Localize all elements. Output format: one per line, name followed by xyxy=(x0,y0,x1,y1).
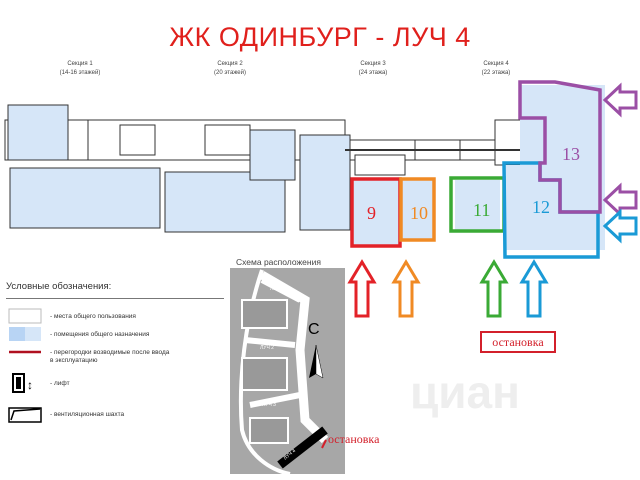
section-4-label: Секция 4 (22 этажа) xyxy=(456,60,536,78)
location-map-title: Схема расположения xyxy=(236,257,321,267)
svg-text:↕: ↕ xyxy=(27,378,33,392)
section-floors: (22 этажа) xyxy=(481,70,511,76)
unit-13-outline[interactable] xyxy=(518,80,602,214)
map-bus-stop-label: остановка xyxy=(328,432,380,446)
section-1-label: Секция 1 (14-16 этажей) xyxy=(40,60,120,78)
beam-label: ЛУЧ 2 xyxy=(260,345,274,351)
unit-11-number: 11 xyxy=(473,200,490,220)
unit-10-outline[interactable] xyxy=(399,177,436,242)
legend-divider xyxy=(6,298,224,299)
legend-title: Условные обозначения: xyxy=(6,281,112,292)
beam-label: ЛУЧ 3 xyxy=(262,402,276,408)
arrow-up-icon xyxy=(519,259,549,318)
legend-vent-shaft: - вентиляционная шахта xyxy=(50,411,125,418)
unit-13-number: 13 xyxy=(562,144,580,164)
section-name: Секция 2 xyxy=(217,61,243,67)
legend-common-rooms: - помещения общего назначения xyxy=(50,331,150,338)
legend-common-areas: - места общего пользования xyxy=(50,313,136,320)
location-map: ЛУЧ 1 ЛУЧ 2 ЛУЧ 3 ЛУЧ 4 С xyxy=(230,268,345,476)
section-name: Секция 1 xyxy=(67,61,93,67)
arrow-up-icon xyxy=(479,259,509,318)
section-floors: (14-16 этажей) xyxy=(59,70,101,76)
legend-elevator: - лифт xyxy=(50,380,70,387)
watermark: циан xyxy=(410,366,520,418)
building-plan xyxy=(4,85,605,250)
arrow-left-icon xyxy=(602,82,638,118)
legend-symbols: ↕ xyxy=(8,308,42,423)
arrow-up-icon xyxy=(391,259,421,318)
section-3-label: Секция 3 (24 этажа) xyxy=(333,60,413,78)
unit-9-number: 9 xyxy=(367,203,376,223)
north-label: С xyxy=(308,321,320,338)
unit-12-number: 12 xyxy=(532,197,550,217)
page-title: ЖК ОДИНБУРГ - ЛУЧ 4 xyxy=(169,22,471,52)
bus-stop-label: остановка xyxy=(480,331,556,353)
section-2-label: Секция 2 (20 этажей) xyxy=(190,60,270,78)
section-name: Секция 3 xyxy=(360,61,386,67)
section-floors: (24 этажа) xyxy=(358,70,388,76)
north-arrow-icon xyxy=(309,345,316,378)
arrow-left-icon xyxy=(602,208,638,244)
unit-10-number: 10 xyxy=(410,203,428,223)
arrow-up-icon xyxy=(347,259,377,318)
legend-partitions: - перегородки возводимые после ввода в э… xyxy=(50,349,170,364)
vent-shaft-icon xyxy=(8,407,42,423)
beam-label: ЛУЧ 1 xyxy=(270,286,284,292)
section-name: Секция 4 xyxy=(483,61,509,67)
section-floors: (20 этажей) xyxy=(214,70,246,76)
